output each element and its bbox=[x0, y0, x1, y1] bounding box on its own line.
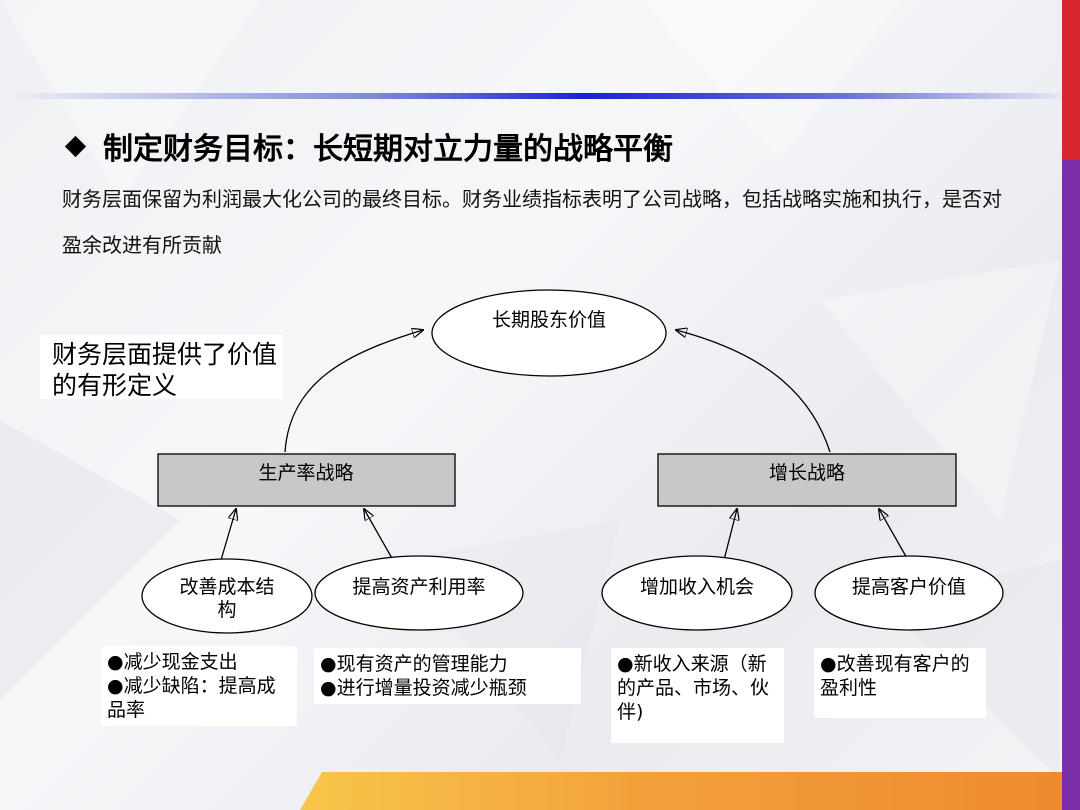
top-accent-rule bbox=[0, 93, 1062, 99]
arrow-revenue-to-growth bbox=[723, 509, 737, 561]
node-revenue-opportunities bbox=[601, 555, 793, 631]
detail-item: 盈利性 bbox=[820, 677, 878, 699]
box-growth-strategy bbox=[657, 453, 957, 507]
detail-item: ●现有资产的管理能力 bbox=[320, 653, 508, 675]
node-improve-cost-structure-label-2: 构 bbox=[217, 599, 236, 621]
slide-title-text: 制定财务目标：长短期对立力量的战略平衡 bbox=[103, 132, 673, 167]
detail-cost: ●减少现金支出 ●减少缺陷：提高成 品率 bbox=[101, 646, 297, 726]
node-revenue-opportunities-label: 增加收入机会 bbox=[640, 576, 754, 598]
box-growth-strategy-label: 增长战略 bbox=[769, 462, 845, 484]
side-accent-purple bbox=[1062, 160, 1080, 810]
detail-item: ●减少缺陷：提高成 bbox=[107, 675, 276, 697]
node-improve-cost-structure bbox=[141, 558, 313, 634]
node-customer-value-label: 提高客户价值 bbox=[852, 576, 966, 598]
detail-item: 品率 bbox=[107, 699, 146, 721]
slide-body-text: 财务层面保留为利润最大化公司的最终目标。财务业绩指标表明了公司战略，包括战略实施… bbox=[62, 187, 1002, 257]
node-customer-value bbox=[814, 555, 1004, 631]
box-productivity-strategy-label: 生产率战略 bbox=[258, 462, 353, 484]
note-callout: 财务层面提供了价值的有形定义 bbox=[40, 335, 283, 400]
node-asset-utilization-label: 提高资产利用率 bbox=[352, 576, 485, 598]
detail-item: ●改善现有客户的 bbox=[820, 653, 970, 675]
slide-title: 制定财务目标：长短期对立力量的战略平衡 bbox=[64, 126, 673, 167]
side-accent-red bbox=[1062, 0, 1080, 160]
bottom-accent-band bbox=[300, 772, 1062, 810]
detail-item: 伴) bbox=[617, 701, 644, 723]
detail-item: ●新收入来源（新 bbox=[617, 653, 767, 675]
detail-asset: ●现有资产的管理能力 ●进行增量投资减少瓶颈 bbox=[314, 648, 581, 704]
node-shareholder-value bbox=[431, 289, 667, 377]
arrow-customer-to-growth bbox=[879, 509, 909, 561]
detail-item: ●进行增量投资减少瓶颈 bbox=[320, 677, 527, 699]
arrow-asset-to-productivity bbox=[364, 509, 394, 561]
arrow-cost-to-productivity bbox=[220, 509, 236, 561]
detail-item: 的产品、市场、伙 bbox=[617, 677, 770, 699]
arrow-productivity-to-value bbox=[284, 330, 423, 453]
detail-item: ●减少现金支出 bbox=[107, 651, 238, 673]
node-improve-cost-structure-label-1: 改善成本结 bbox=[179, 576, 274, 598]
node-asset-utilization bbox=[314, 555, 524, 631]
detail-revenue: ●新收入来源（新 的产品、市场、伙 伴) bbox=[611, 648, 784, 743]
box-productivity-strategy bbox=[157, 453, 456, 507]
detail-customer: ●改善现有客户的 盈利性 bbox=[814, 648, 986, 718]
node-shareholder-value-label: 长期股东价值 bbox=[492, 309, 606, 331]
arrow-growth-to-value bbox=[676, 330, 831, 453]
